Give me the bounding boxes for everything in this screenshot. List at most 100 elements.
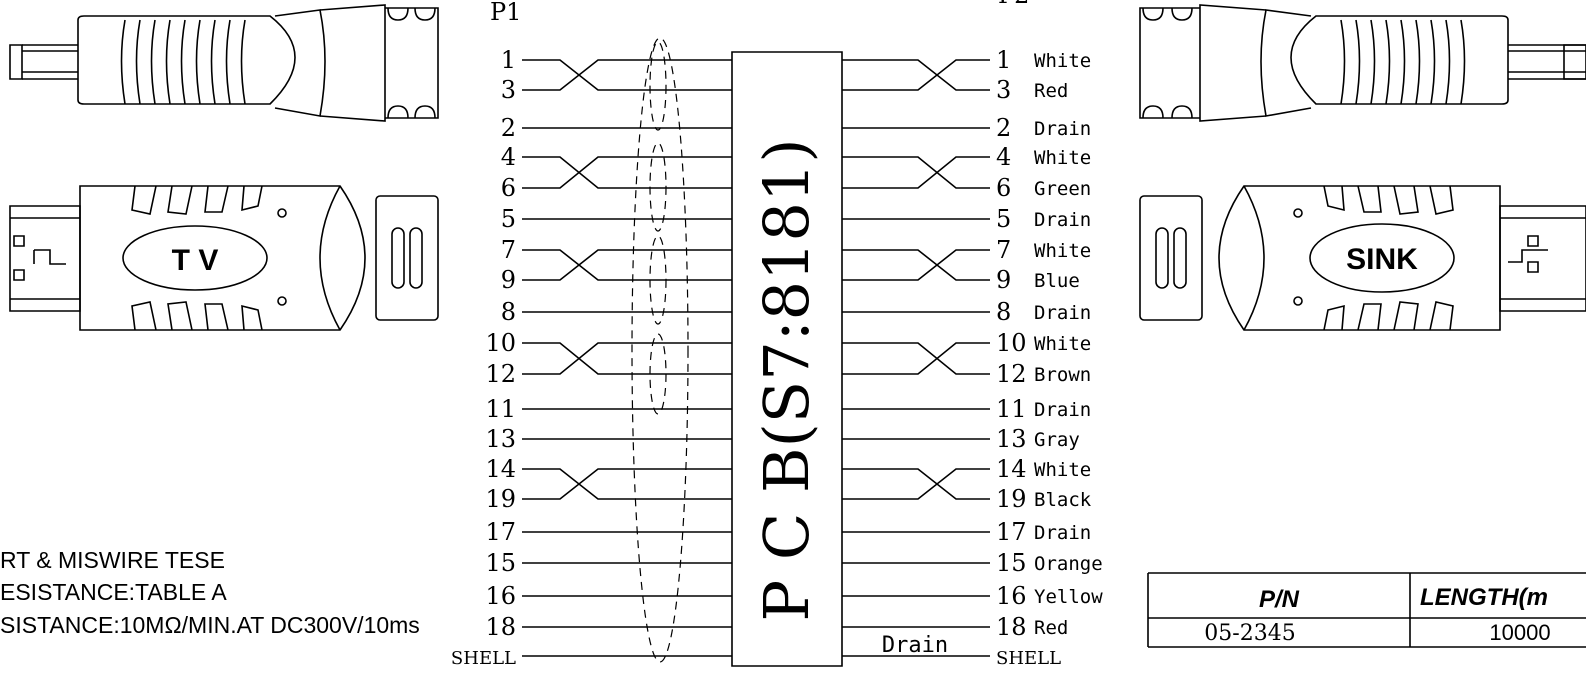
wire-color-label: White bbox=[1034, 459, 1091, 481]
twisted-pair-wire bbox=[522, 343, 732, 374]
tv-label: T V bbox=[172, 244, 219, 277]
wire-color-label: Drain bbox=[1034, 302, 1091, 324]
wire-color-label: Brown bbox=[1034, 364, 1091, 386]
p1-pin-number: 6 bbox=[501, 174, 516, 202]
wire-color-label: White bbox=[1034, 333, 1091, 355]
twisted-pair-wire bbox=[842, 469, 990, 499]
p2-pin-number: 13 bbox=[996, 425, 1027, 453]
twisted-pair-wire bbox=[842, 250, 990, 280]
p2-pin-number: 4 bbox=[996, 143, 1011, 171]
p2-pin-number: 19 bbox=[996, 485, 1027, 513]
p1-connector-side-view bbox=[10, 5, 438, 121]
p2-pin-number: 11 bbox=[996, 395, 1027, 423]
pcb-box bbox=[732, 52, 842, 666]
wire-color-label: Gray bbox=[1034, 429, 1080, 451]
note-line-3: SISTANCE:10MΩ/MIN.AT DC300V/10ms bbox=[0, 612, 420, 638]
p2-pin-number: 15 bbox=[996, 549, 1027, 577]
wire-color-label: White bbox=[1034, 50, 1091, 72]
p2-pin-number: 2 bbox=[996, 114, 1011, 142]
twisted-pair-wire bbox=[842, 60, 990, 90]
shield-ellipses bbox=[632, 38, 688, 662]
p2-pin-number: 17 bbox=[996, 518, 1027, 546]
wire-color-label: Green bbox=[1034, 178, 1091, 200]
twisted-pair-wire bbox=[522, 469, 732, 499]
tv-connector-top-view bbox=[10, 186, 438, 330]
p2-pin-number: SHELL bbox=[996, 648, 1061, 669]
wire-color-label: Yellow bbox=[1034, 586, 1103, 608]
wire-color-label: Red bbox=[1034, 80, 1068, 102]
p1-pin-number: 17 bbox=[485, 518, 516, 546]
p2-connector-side-view bbox=[1140, 5, 1586, 121]
p1-pin-number: 12 bbox=[485, 360, 516, 388]
p2-pin-number: 1 bbox=[996, 46, 1011, 74]
wire-color-label: Drain bbox=[1034, 209, 1091, 231]
twisted-pair-wire bbox=[522, 343, 732, 374]
test-notes: RT & MISWIRE TESE ESISTANCE:TABLE A SIST… bbox=[0, 547, 420, 638]
wire-color-label: Black bbox=[1034, 489, 1092, 511]
wire-color-label: Drain bbox=[1034, 522, 1091, 544]
p1-pin-number: 7 bbox=[501, 236, 516, 264]
twisted-pair-wire bbox=[842, 60, 990, 90]
p2-pin-number: 12 bbox=[996, 360, 1027, 388]
p2-pin-number: 16 bbox=[996, 582, 1027, 610]
p1-pin-number: 11 bbox=[485, 395, 516, 423]
twisted-pair-wire bbox=[842, 157, 990, 188]
sink-label: SINK bbox=[1346, 243, 1418, 276]
note-line-1: RT & MISWIRE TESE bbox=[0, 547, 225, 573]
p2-pin-number: 14 bbox=[996, 455, 1027, 483]
table-cell-pn: 05-2345 bbox=[1204, 621, 1295, 646]
p1-pin-number: 10 bbox=[485, 329, 516, 357]
p2-pin-number: 5 bbox=[996, 205, 1011, 233]
p1-pin-number: 18 bbox=[485, 613, 516, 641]
note-line-2: ESISTANCE:TABLE A bbox=[0, 579, 227, 605]
twisted-pair-wire bbox=[842, 469, 990, 499]
p1-pin-number: 16 bbox=[485, 582, 516, 610]
p1-pin-number: 9 bbox=[501, 266, 516, 294]
twisted-pair-wire bbox=[842, 250, 990, 280]
p1-pin-number: 5 bbox=[501, 205, 516, 233]
p2-pin-number: 10 bbox=[996, 329, 1027, 357]
p1-pin-number: 15 bbox=[485, 549, 516, 577]
wire-color-label: Drain bbox=[1034, 399, 1091, 421]
p1-pin-number: 8 bbox=[501, 298, 516, 326]
twisted-pair-wire bbox=[522, 60, 732, 90]
twisted-pair-wire bbox=[522, 250, 732, 280]
wire-color-label: Blue bbox=[1034, 270, 1080, 292]
p2-label: P2 bbox=[998, 0, 1029, 9]
sink-connector-top-view bbox=[1140, 186, 1586, 330]
p2-pin-number: 6 bbox=[996, 174, 1011, 202]
table-cell-length: 10000 bbox=[1489, 620, 1550, 645]
twisted-pair-wire bbox=[522, 157, 732, 188]
shell-drain-label: Drain bbox=[882, 633, 948, 658]
p2-pin-number: 7 bbox=[996, 236, 1011, 264]
table-header-length: LENGTH(m bbox=[1420, 584, 1548, 611]
twisted-pair-wire bbox=[522, 469, 732, 499]
p1-pin-number: 3 bbox=[501, 76, 516, 104]
p2-pin-number: 18 bbox=[996, 613, 1027, 641]
p1-pin-number: 2 bbox=[501, 114, 516, 142]
wire-color-label: White bbox=[1034, 147, 1091, 169]
p1-pin-number: 14 bbox=[485, 455, 516, 483]
part-table bbox=[1148, 573, 1586, 647]
pcb-label: P C B(S7:8181) bbox=[750, 138, 823, 621]
twisted-pair-wire bbox=[842, 343, 990, 374]
table-header-pn: P/N bbox=[1259, 586, 1300, 613]
twisted-pair-wire bbox=[842, 157, 990, 188]
wire-color-label: Drain bbox=[1034, 118, 1091, 140]
p2-pin-number: 9 bbox=[996, 266, 1011, 294]
p1-pin-number: SHELL bbox=[451, 648, 516, 669]
p1-pin-number: 13 bbox=[485, 425, 516, 453]
twisted-pair-wire bbox=[522, 60, 732, 90]
twisted-pair-wire bbox=[842, 343, 990, 374]
p1-pin-number: 19 bbox=[485, 485, 516, 513]
twisted-pair-wire bbox=[522, 250, 732, 280]
p1-label: P1 bbox=[490, 0, 521, 26]
p1-pin-number: 1 bbox=[501, 46, 516, 74]
p2-pin-number: 8 bbox=[996, 298, 1011, 326]
wire-color-label: Orange bbox=[1034, 553, 1103, 575]
p2-pin-number: 3 bbox=[996, 76, 1011, 104]
wire-color-label: Red bbox=[1034, 617, 1068, 639]
p1-pin-number: 4 bbox=[501, 143, 516, 171]
